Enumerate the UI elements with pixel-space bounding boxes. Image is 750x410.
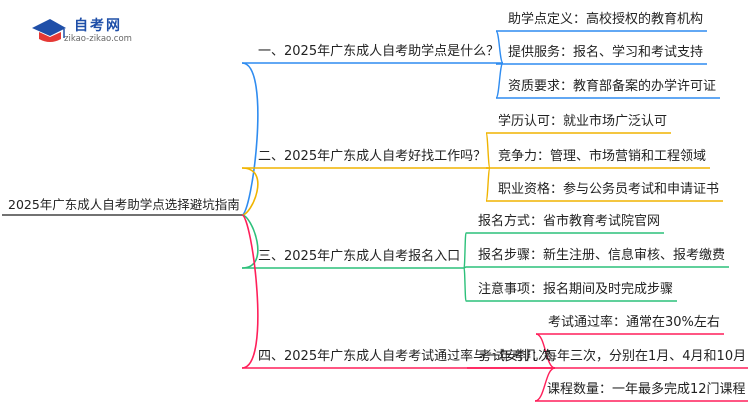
branch-1-leaf-1: 助学点定义：高校授权的教育机构 [508,12,704,27]
branch-3-leaf-3: 注意事项：报名期间及时完成步骤 [478,282,674,297]
branch-2-leaf-1: 学历认可：就业市场广泛认可 [498,114,668,129]
branch-1-label: 一、2025年广东成人自考助学点是什么？ [258,44,500,59]
branch-4-leaf-3: 课程数量：一年最多完成12门课程 [547,382,746,397]
branch-1-leaf-2: 提供服务：报名、学习和考试支持 [508,45,704,60]
branch-1-leaf-3-connector [495,62,504,99]
branch-1-leaf-1-connector [495,30,504,64]
branch-4-connector [241,214,259,369]
branch-3-leaf-1-connector [463,232,467,269]
branch-3-leaf-2: 报名步骤：新生注册、信息审核、报考缴费 [478,248,726,263]
logo-name: 自考网 [74,18,122,34]
branch-2-leaf-3: 职业资格：参与公务员考试和申请证书 [498,182,720,197]
logo-url: zikao-zikao.com [64,34,132,44]
branch-4-leaf-1: 考试通过率：通常在30%左右 [548,315,720,330]
branch-3-leaf-3-connector [463,267,467,302]
mindmap-root-topic: 2025年广东成人自考助学点选择避坑指南 [8,197,240,212]
branch-4-leaf-3-connector [534,367,556,402]
branch-2-leaf-1-connector [485,132,491,169]
branch-2-leaf-2: 竞争力：管理、市场营销和工程领域 [498,149,707,164]
branch-3-connector [241,214,259,269]
branch-3-leaf-1: 报名方式：省市教育考试院官网 [478,214,661,229]
branch-2-leaf-3-connector [485,167,491,202]
branch-4-label: 四、2025年广东成人自考考试通过率与一年考几次 [258,349,552,364]
branch-2-connector [241,167,259,216]
branch-4-leaf-1-connector [535,333,556,369]
branch-2-label: 二、2025年广东成人自考好找工作吗？ [258,149,487,164]
graduation-cap-icon [32,19,66,42]
branch-4-leaf-2: 考试安排：每年三次，分别在1月、4月和10月 [479,349,747,364]
branch-3-label: 三、2025年广东成人自考报名入口 [258,249,461,264]
branch-1-connector [241,62,259,216]
branch-1-leaf-3: 资质要求：教育部备案的办学许可证 [508,79,717,94]
site-logo[interactable]: 自考网 zikao-zikao.com [28,14,138,50]
